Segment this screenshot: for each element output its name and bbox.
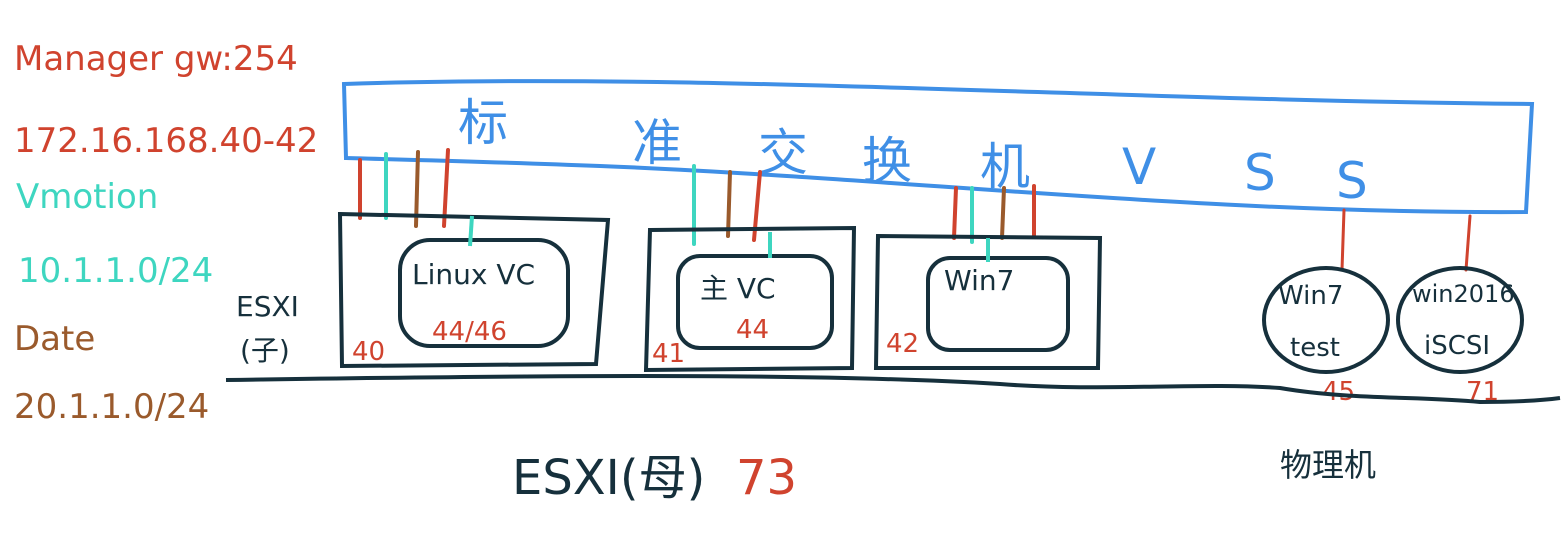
legend-data-subnet: 20.1.1.0/24 [14,387,209,427]
parent-baseline [225,374,1561,405]
vm-link-1 [468,215,474,247]
host-ip-3: 42 [886,329,919,359]
esxi-child-label-line1: ESXI [236,290,299,323]
vm-label-1: Linux VC [412,258,535,291]
vss-char-7: S [1244,144,1276,202]
vm-ip-1: 44/46 [432,317,507,347]
uplinks-host-1 [358,148,450,228]
host-box-2 [643,225,857,373]
vm-box-1 [398,238,570,348]
parent-label: ESXI(母) [512,450,705,506]
external-vm-oval-2 [1396,266,1524,374]
uplinks-external [1340,208,1472,272]
uplinks-host-3 [952,184,1036,244]
vm-label-3: Win7 [944,264,1014,297]
vss-char-1: 标 [458,94,508,152]
vss-char-2: 准 [632,114,682,172]
vm-box-3 [926,256,1070,352]
vm-label-2: 主 VC [700,272,776,305]
external-vm-label2-2: iSCSI [1424,331,1490,361]
host-box-1 [337,211,611,369]
external-vm-oval-1 [1262,266,1390,374]
external-vm-label1-1: Win7 [1278,281,1343,311]
legend-data-title: Date [14,319,95,359]
vss-char-4: 换 [862,132,912,190]
host-ip-2: 41 [652,339,685,369]
vm-ip-2: 44 [736,315,769,345]
legend-management-range: 172.16.168.40-42 [14,121,318,161]
external-vm-label1-2: win2016 [1412,280,1515,308]
external-vm-label2-1: test [1290,333,1340,363]
parent-ip: 73 [736,450,797,506]
uplinks-host-2 [692,164,762,246]
vm-box-2 [676,254,834,350]
esxi-child-label-line2: (子) [240,334,290,367]
vss-char-8: S [1336,152,1368,210]
vss-char-3: 交 [758,124,808,182]
legend-vmotion-subnet: 10.1.1.0/24 [18,251,213,291]
vss-char-6: V [1122,138,1156,196]
host-box-3 [873,233,1103,370]
host-ip-1: 40 [352,337,385,367]
vss-box [341,79,1535,215]
physical-label: 物理机 [1280,446,1376,484]
legend-management-title: Manager gw:254 [14,39,298,79]
legend-vmotion-title: Vmotion [16,177,158,217]
